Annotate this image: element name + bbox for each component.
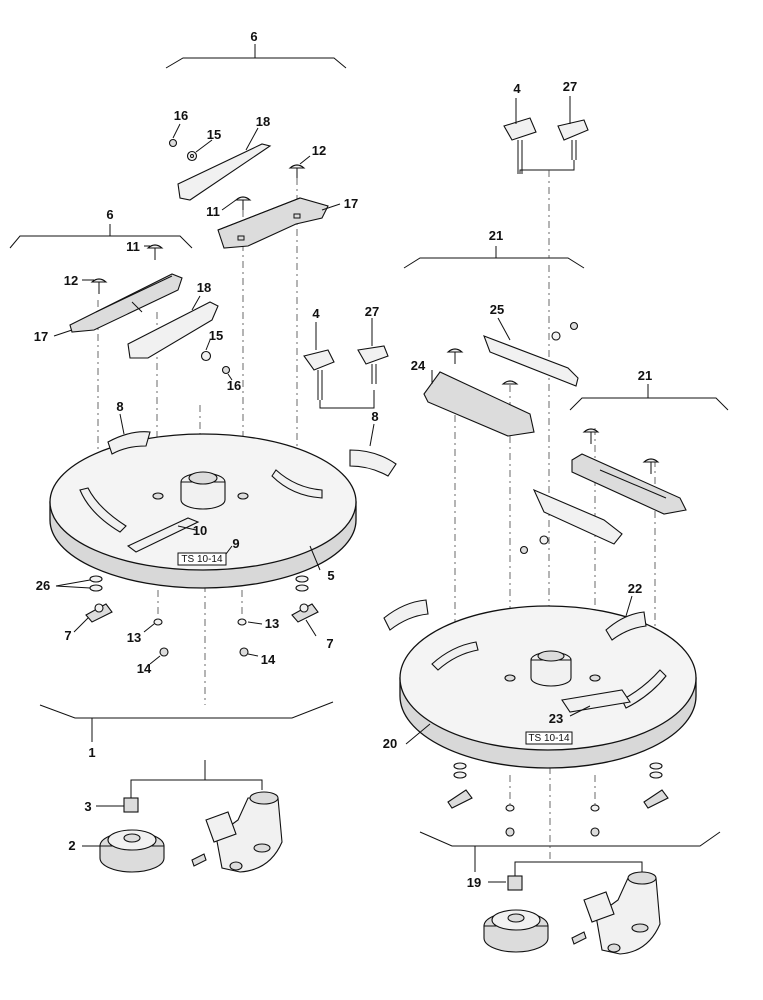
wing-nuts-left: [303, 345, 389, 409]
chuck-assembly-left: [99, 760, 283, 873]
callout-7-left: 7: [64, 628, 71, 643]
nut-16-left: [221, 365, 231, 375]
adapter-housing-left: [215, 797, 283, 873]
clamp-feet-left: [85, 575, 319, 657]
guide-bracket-17-left: [69, 273, 183, 333]
callout-27-left: 27: [365, 304, 379, 319]
callout-9: 9: [232, 536, 239, 551]
bolt-12-upper: [288, 164, 306, 169]
disc-plate-left: TS 10-14: [49, 433, 357, 589]
callout-16-top: 16: [174, 108, 188, 123]
plate-label-left: TS 10-14: [181, 554, 223, 565]
callout-18-left: 18: [197, 280, 211, 295]
callout-23: 23: [549, 711, 563, 726]
washer-15-upper: [186, 150, 198, 162]
washer-15-left: [200, 350, 212, 362]
callout-4-left: 4: [312, 306, 320, 321]
scale-arc-22: [605, 611, 647, 641]
guide-bracket-21: [571, 453, 687, 515]
chuck-knob-3-left: [123, 797, 139, 813]
callout-15-top: 15: [207, 127, 221, 142]
scale-arc-8-left: [107, 431, 151, 455]
callout-10: 10: [193, 523, 207, 538]
callout-17-top: 17: [344, 196, 358, 211]
plate-label-right: TS 10-14: [528, 733, 570, 744]
wing-nut-4-left: [303, 349, 335, 371]
callout-26: 26: [36, 578, 50, 593]
clamp-feet-right: [447, 762, 669, 837]
scale-strip-23: [561, 689, 631, 713]
callout-13-left: 13: [127, 630, 141, 645]
callout-25: 25: [490, 302, 504, 317]
guide-assembly-right-lower: [519, 428, 687, 555]
wing-nut-27-right: [557, 119, 589, 141]
callout-4-right: 4: [513, 81, 521, 96]
callout-21-right: 21: [638, 368, 652, 383]
callout-14-left: 14: [137, 661, 152, 676]
guide-bar-18-left: [127, 301, 219, 359]
guide-assembly-right-upper: [423, 321, 579, 437]
callout-5: 5: [327, 568, 334, 583]
callout-21-upper: 21: [489, 228, 503, 243]
callout-8-right: 8: [371, 409, 378, 424]
callout-6-top: 6: [250, 29, 257, 44]
callout-12-top: 12: [312, 143, 326, 158]
callout-22: 22: [628, 581, 642, 596]
bolt-11-upper: [234, 196, 252, 201]
guide-assembly-left: [69, 244, 231, 375]
callout-24: 24: [411, 358, 426, 373]
callout-1: 1: [88, 745, 95, 760]
callout-18-top: 18: [256, 114, 270, 129]
guide-bracket-24: [423, 371, 535, 437]
callout-11-top: 11: [206, 204, 220, 219]
scale-arc-8-right: [349, 449, 397, 477]
callout-14-right: 14: [261, 652, 276, 667]
group-brackets: [9, 44, 729, 872]
callout-27-right: 27: [563, 79, 577, 94]
wing-nut-27-left: [357, 345, 389, 365]
callout-20: 20: [383, 736, 397, 751]
callout-6-left: 6: [106, 207, 113, 222]
callout-19: 19: [467, 875, 481, 890]
leader-lines: [53, 96, 633, 883]
guide-bar-25: [483, 335, 579, 387]
callout-16-left: 16: [227, 378, 241, 393]
callout-7-right: 7: [326, 636, 333, 651]
bolt-11-left: [146, 244, 164, 249]
guide-assembly-upper: [168, 138, 329, 249]
callout-15-left: 15: [209, 328, 223, 343]
callout-2: 2: [68, 838, 75, 853]
callout-17-left: 17: [34, 329, 48, 344]
guide-bracket-17-upper: [217, 197, 329, 249]
wing-nuts-right: [503, 117, 589, 258]
wing-nut-4-right: [503, 117, 537, 141]
callout-8-left: 8: [116, 399, 123, 414]
scale-arc-right-left: [383, 599, 429, 631]
callout-13-right: 13: [265, 616, 279, 631]
bolt-12-left: [90, 278, 108, 283]
disc-plate-right: TS 10-14: [399, 605, 697, 769]
nut-16-upper: [168, 138, 178, 148]
callout-3: 3: [84, 799, 91, 814]
callout-numbers: 6 6 16 15 18 12 11 17 11 12 17 18 15 16 …: [34, 29, 652, 890]
guide-bar-18-upper: [177, 143, 272, 201]
callout-12-left: 12: [64, 273, 78, 288]
chuck-assembly-right: [483, 861, 661, 955]
callout-11-left: 11: [126, 239, 140, 254]
